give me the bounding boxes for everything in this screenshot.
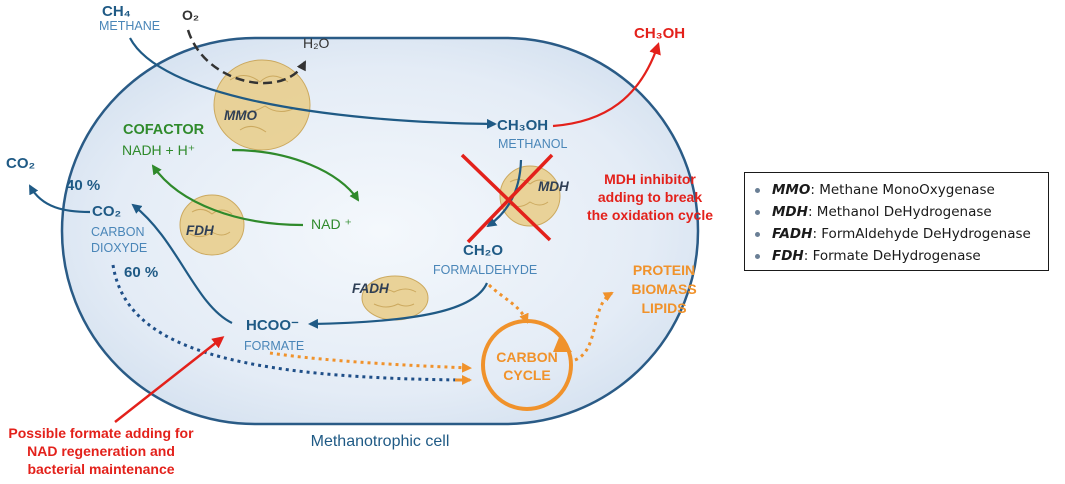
fdh-enzyme-blob (179, 194, 245, 256)
formate-adding-arrow (114, 336, 225, 423)
carbon-cycle-to-products-arrow (574, 291, 614, 362)
nadh-to-nad-arrow (231, 148, 360, 202)
legend-abbr: MDH (772, 204, 808, 220)
formaldehyde-to-formate-arrow (308, 282, 489, 329)
legend-item: MDH : Methanol DeHydrogenase (755, 201, 1040, 223)
legend-abbr: FADH (772, 226, 813, 242)
formaldehyde-name: FORMALDEHYDE (433, 263, 537, 277)
methanol-name: METHANOL (498, 137, 568, 151)
legend-item: MMO : Methane MonoOxygenase (755, 179, 1040, 201)
fadh-enzyme-blob (361, 275, 429, 321)
formate-adding-line2: NAD regeneration and (27, 443, 175, 459)
mdh-inhibitor-line1: MDH inhibitor (604, 171, 696, 187)
methanol-export-arrow (552, 42, 661, 128)
nad-to-nadh-arrow (151, 164, 304, 227)
co2-export-percent: 40 % (66, 177, 100, 194)
formate-name: FORMATE (244, 339, 304, 353)
methane-to-methanol-arrow (129, 37, 497, 129)
formate-adding-line3: bacterial maintenance (27, 461, 174, 477)
methane-formula: CH₄ (102, 3, 131, 20)
carbon-cycle-line1: CARBON (496, 349, 557, 365)
formate-formula: HCOO⁻ (246, 317, 299, 334)
co2-recycle-percent: 60 % (124, 264, 158, 281)
formate-adding-line1: Possible formate adding for (8, 425, 194, 441)
o2-to-h2o-arrow (186, 29, 307, 85)
nadh-label: NADH + H⁺ (122, 142, 195, 158)
mdh-enzyme-blob (499, 165, 561, 227)
legend-item: FDH : Formate DeHydrogenase (755, 245, 1040, 267)
formate-to-carbon-cycle-arrow (269, 351, 472, 373)
legend-abbr: MMO (772, 182, 811, 198)
legend-desc: : Methane MonoOxygenase (810, 182, 995, 198)
methane-name: METHANE (99, 19, 160, 33)
mdh-inhibitor-line3: the oxidation cycle (587, 207, 713, 223)
carbon-cycle-circle (481, 319, 573, 411)
bullet-icon (755, 209, 760, 215)
cofactor-title: COFACTOR (123, 122, 205, 138)
carbon-cycle-line2: CYCLE (503, 367, 550, 383)
formaldehyde-formula: CH₂O (463, 242, 503, 259)
enzyme-legend: MMO : Methane MonoOxygenase MDH : Methan… (744, 172, 1049, 271)
co2-name-line1: CARBON (91, 225, 144, 239)
products-line3: LIPIDS (641, 300, 686, 316)
mdh-inhibition-cross-a (460, 153, 552, 242)
co2-export-arrow (29, 184, 91, 214)
co2-name-line2: DIOXYDE (91, 241, 147, 255)
methanol-formula: CH₃OH (497, 117, 548, 134)
legend-item: FADH : FormAldehyde DeHydrogenase (755, 223, 1040, 245)
h2o-formula: H₂O (303, 35, 330, 51)
co2-to-carbon-cycle-dotted (111, 264, 466, 382)
cell-label: Methanotrophic cell (311, 433, 450, 450)
legend-abbr: FDH (772, 248, 804, 264)
fadh-label: FADH (352, 281, 389, 296)
mmo-label: MMO (224, 108, 257, 123)
products-line2: BIOMASS (631, 281, 696, 297)
fdh-label: FDH (186, 223, 214, 238)
bullet-icon (755, 187, 760, 193)
methanol-export-formula: CH₃OH (634, 25, 685, 42)
mdh-label: MDH (538, 179, 569, 194)
nad-label: NAD ⁺ (311, 216, 352, 232)
legend-desc: : FormAldehyde DeHydrogenase (812, 226, 1031, 242)
products-line1: PROTEIN (633, 262, 695, 278)
legend-desc: : Methanol DeHydrogenase (807, 204, 992, 220)
co2-export-formula: CO₂ (6, 155, 35, 172)
bullet-icon (755, 231, 760, 237)
legend-desc: : Formate DeHydrogenase (803, 248, 981, 264)
o2-formula: O₂ (182, 7, 199, 23)
bullet-icon (755, 253, 760, 259)
formaldehyde-to-carbon-cycle-arrow (487, 283, 529, 324)
methanotrophic-cell (60, 36, 700, 426)
mdh-inhibitor-line2: adding to break (598, 189, 702, 205)
mdh-inhibition-cross-b (466, 153, 554, 244)
co2-formula: CO₂ (92, 203, 121, 220)
carbon-cycle-arrowhead (553, 335, 572, 352)
formate-to-co2-arrow (131, 203, 233, 324)
mmo-enzyme-blob (213, 59, 311, 151)
